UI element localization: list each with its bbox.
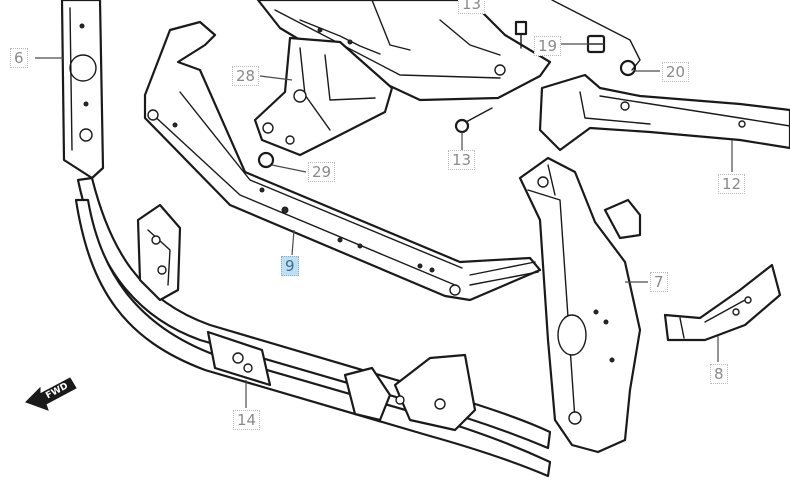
wire-rod xyxy=(551,0,641,71)
part-7-side-member[interactable] xyxy=(518,156,642,454)
callout-7[interactable]: 7 xyxy=(650,272,668,292)
part-8-bracket[interactable] xyxy=(663,263,782,342)
fastener-29[interactable] xyxy=(257,151,275,169)
callout-20[interactable]: 20 xyxy=(662,62,690,82)
callout-29[interactable]: 29 xyxy=(308,162,336,182)
part-14-bumper-reinforcement[interactable] xyxy=(74,176,552,478)
callout-13-mid[interactable]: 13 xyxy=(448,150,476,170)
fwd-arrow-icon: FWD xyxy=(25,377,77,411)
callout-19[interactable]: 19 xyxy=(534,36,562,56)
callout-14[interactable]: 14 xyxy=(233,410,261,430)
callout-8[interactable]: 8 xyxy=(710,364,728,384)
part-12-bracket[interactable] xyxy=(538,73,790,152)
fastener-13-mid[interactable] xyxy=(454,107,493,134)
callout-9[interactable]: 9 xyxy=(281,256,299,276)
callout-12[interactable]: 12 xyxy=(718,174,746,194)
part-9-cross-member[interactable] xyxy=(143,20,542,302)
fastener-13-top[interactable] xyxy=(514,20,528,49)
part-6-side-panel[interactable] xyxy=(60,0,105,180)
callout-28[interactable]: 28 xyxy=(232,66,260,86)
callout-6[interactable]: 6 xyxy=(10,48,28,68)
part-28-bracket[interactable] xyxy=(253,36,394,157)
callout-13-top[interactable]: 13 xyxy=(458,0,486,14)
leader-lines xyxy=(35,43,733,408)
fastener-20[interactable] xyxy=(619,59,637,77)
